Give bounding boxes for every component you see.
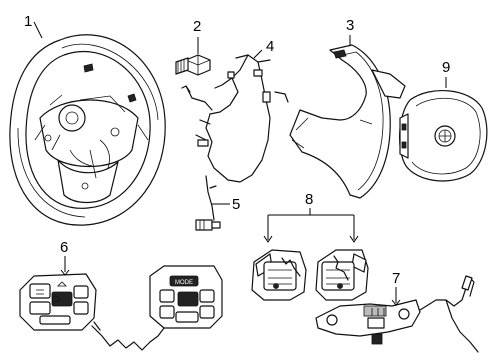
airbag-module (399, 89, 488, 182)
switch-assembly: MODE (19, 265, 223, 351)
callout-9: 9 (442, 59, 450, 76)
steering-wheel (9, 34, 166, 226)
trim-cover (289, 44, 406, 199)
mode-button-label: MODE (175, 280, 193, 286)
electronics-module (315, 275, 479, 353)
callout-2: 2 (193, 18, 201, 35)
bolt (175, 54, 211, 76)
callout-4: 4 (266, 38, 274, 55)
callout-6: 6 (60, 239, 68, 256)
callout-7: 7 (392, 270, 400, 287)
callout-8: 8 (305, 191, 313, 208)
switch-pair (251, 249, 369, 301)
callout-1: 1 (24, 13, 32, 30)
sensor-cable (195, 175, 221, 231)
callouts: 1 2 3 4 5 6 7 8 9 (24, 13, 450, 306)
callout-5: 5 (232, 196, 240, 213)
callout-3: 3 (346, 17, 354, 34)
wire-harness (181, 54, 289, 183)
